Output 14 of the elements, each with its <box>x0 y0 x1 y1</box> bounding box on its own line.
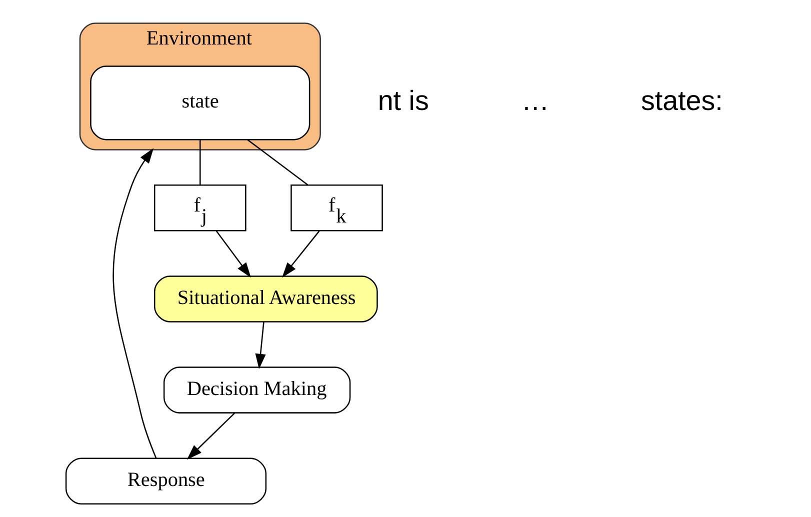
arrow <box>282 230 320 278</box>
node-box: state <box>90 66 310 140</box>
label: states: <box>640 85 722 116</box>
arrow <box>112 148 156 458</box>
arrow <box>186 412 234 460</box>
node-box: Decision Making <box>162 366 350 414</box>
node-box: Situational Awareness <box>153 276 378 322</box>
label: nt is <box>377 85 428 116</box>
label: … <box>520 85 549 116</box>
arrow <box>215 230 250 278</box>
connector <box>246 139 308 186</box>
node-box: Response <box>64 458 266 505</box>
arrow <box>254 322 266 370</box>
connector <box>199 140 200 185</box>
